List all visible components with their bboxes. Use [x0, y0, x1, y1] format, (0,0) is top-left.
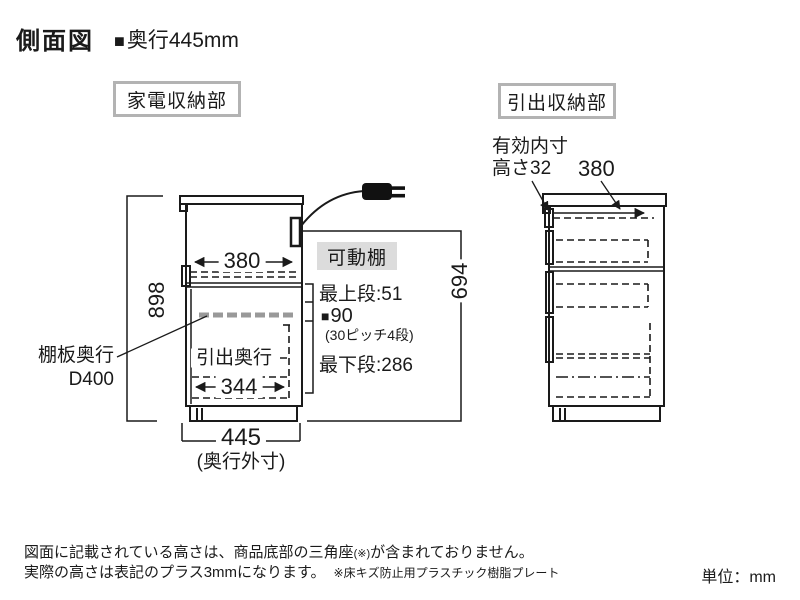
dim-898-label: 898 — [144, 278, 170, 322]
inner-size-label: 有効内寸 — [492, 136, 569, 157]
movable-shelf-tag-text: 可動棚 — [326, 247, 387, 269]
square-bullet-icon: ■ — [321, 308, 330, 324]
dim-694-label: 694 — [447, 259, 473, 303]
dim-380-right-label: 380 — [578, 156, 615, 181]
footer-note-1-text: 図面に記載されている高さは、商品底部の三角座 — [24, 544, 354, 561]
footer-note-1: 図面に記載されている高さは、商品底部の三角座(※)が含まれておりません。 — [24, 545, 534, 561]
dim-445-label: 445 — [215, 426, 267, 450]
depth-spec-text: 奥行445mm — [126, 28, 239, 52]
shelf-leader-line — [116, 315, 208, 358]
pitch-note: (30ピッチ4段) — [325, 327, 414, 343]
section-label-appliance-text: 家電収納部 — [126, 90, 227, 112]
page-header: 側面図 ■奥行445mm — [16, 21, 239, 56]
dim-694-bracket — [303, 230, 462, 422]
section-label-drawer: 引出収納部 — [498, 83, 616, 119]
shelf-depth-label: 棚板奥行 — [37, 345, 114, 366]
pitch-value: 90 — [330, 305, 353, 327]
footer-note-2-text: 実際の高さは表記のプラス3mmになります。 — [24, 564, 326, 581]
top-step-label: 最上段:51 — [319, 284, 403, 305]
appliance-cabinet-outline — [179, 195, 304, 422]
shelf-depth-value: D400 — [68, 369, 114, 390]
pitch-label: ■ 90 — [321, 306, 353, 326]
footer-note-2: 実際の高さは表記のプラス3mmになります。 ※床キズ防止用プラスチック樹脂プレート — [24, 565, 559, 581]
outlet-box — [289, 216, 302, 248]
inner-height-leader — [531, 180, 549, 211]
unit-label: 単位：mm — [701, 569, 776, 586]
bottom-step-label: 最下段:286 — [319, 355, 413, 376]
drawer-depth-label: 引出奥行 — [190, 348, 278, 368]
movable-shelf-tag: 可動棚 — [317, 242, 397, 270]
depth-spec: ■奥行445mm — [114, 24, 239, 54]
footer-note-1-end: が含まれておりません。 — [370, 544, 534, 561]
inner-height-label: 高さ32 — [492, 158, 552, 179]
dim-344-label: 344 — [215, 376, 263, 398]
power-plug-icon — [300, 183, 405, 227]
dim-380-label: 380 — [218, 250, 266, 272]
section-label-appliance: 家電収納部 — [113, 81, 241, 117]
page-title: 側面図 — [16, 28, 94, 55]
footer-note-1-ref: (※) — [353, 548, 371, 560]
dimension-lines — [116, 180, 621, 442]
square-bullet-icon: ■ — [114, 30, 125, 51]
dim-898-bracket — [126, 195, 163, 422]
outer-depth-caption: (奥行外寸) — [196, 451, 286, 473]
footer-note-2-ref: ※床キズ防止用プラスチック樹脂プレート — [333, 566, 560, 580]
inner-width-leader — [600, 180, 621, 210]
section-label-drawer-text: 引出収納部 — [506, 92, 607, 114]
slide-shelf-handle — [181, 265, 191, 287]
drawer-cabinet-dashed-detail — [553, 217, 654, 398]
shelf-step-bracket — [305, 283, 314, 394]
